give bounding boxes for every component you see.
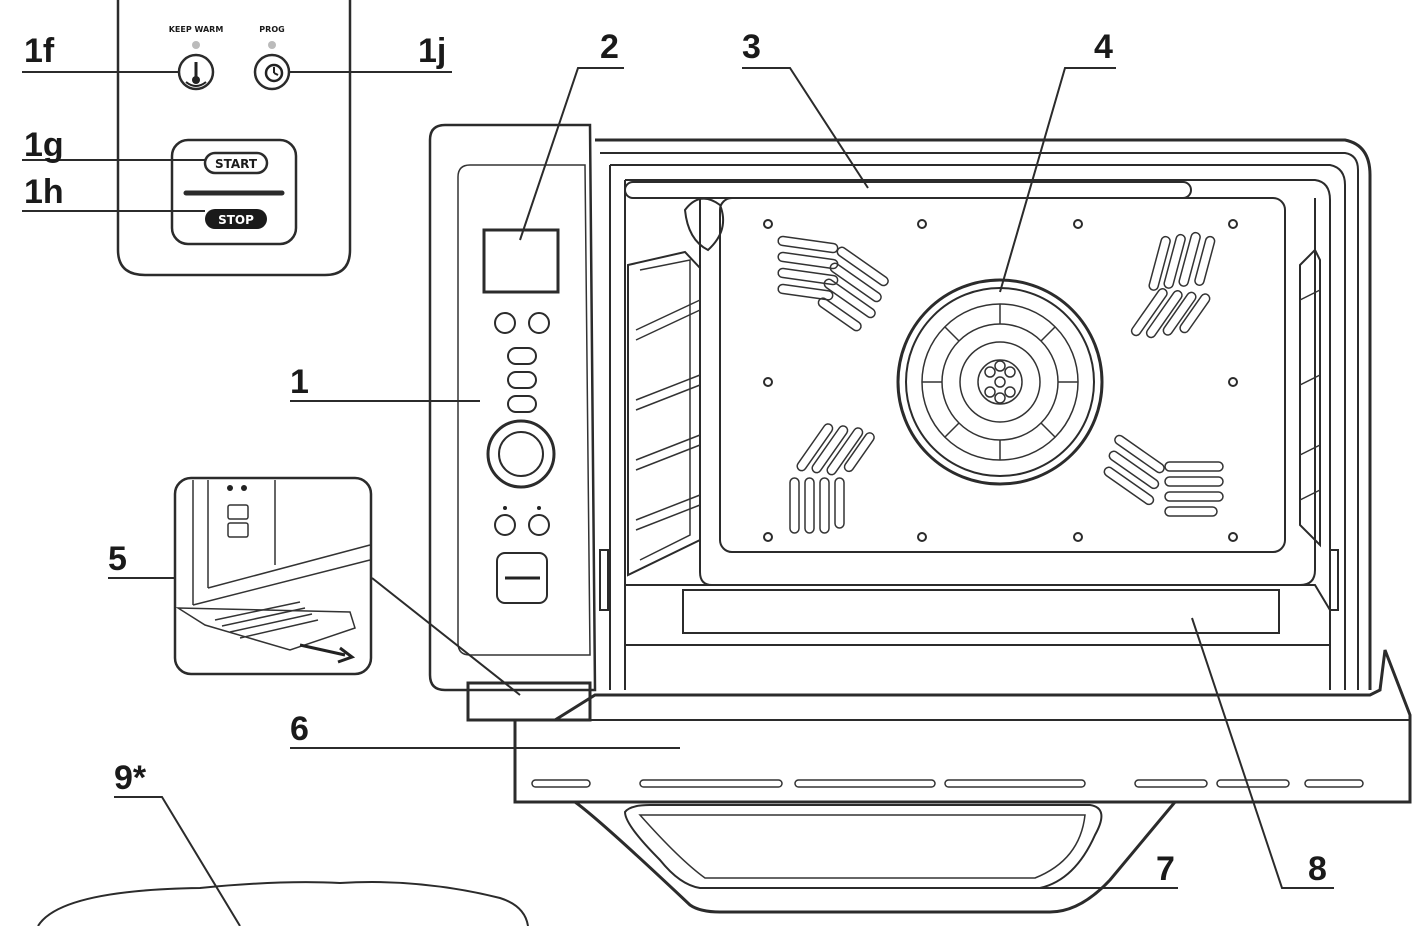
rack-supports-left	[627, 250, 701, 577]
small-button-right[interactable]	[528, 514, 550, 536]
oven-door	[466, 649, 1412, 914]
thermometer-icon	[185, 62, 207, 87]
callout-1j: 1j	[418, 32, 446, 70]
keep-warm-button[interactable]	[177, 53, 215, 91]
small-button-left[interactable]	[494, 514, 516, 536]
keep-warm-label: KEEP WARM	[169, 25, 224, 34]
indicator-button-left[interactable]	[494, 312, 516, 334]
callout-9: 9*	[114, 759, 147, 797]
crumb-tray-inset	[173, 476, 373, 676]
rack-supports-right	[1299, 248, 1321, 548]
callout-labels: 1f 1j 1g 1h 1 2 3 4 5 6 7 8 9*	[24, 28, 1327, 888]
heating-element	[624, 181, 1192, 199]
function-button-1[interactable]	[507, 347, 537, 365]
leader-lines	[22, 67, 1334, 926]
prog-button[interactable]	[253, 53, 291, 91]
vent-top-right	[1130, 231, 1216, 339]
oven-body	[37, 123, 1412, 926]
prog-label: PROG	[259, 25, 284, 34]
control-panel-detail: KEEP WARM PROG START	[116, 0, 352, 277]
convection-fan	[896, 278, 1104, 486]
stop-button[interactable]: STOP	[205, 209, 267, 229]
callout-4: 4	[1094, 28, 1113, 66]
vent-bottom-right	[1103, 434, 1224, 517]
crumb-tray	[682, 589, 1280, 634]
function-button-2[interactable]	[507, 371, 537, 389]
door-vent-slots	[531, 779, 1364, 788]
callout-7: 7	[1156, 850, 1175, 888]
callout-6: 6	[290, 710, 309, 748]
function-button-3[interactable]	[507, 395, 537, 413]
vent-top-left	[777, 235, 889, 332]
prog-indicator	[268, 41, 276, 49]
callout-8: 8	[1308, 850, 1327, 888]
callout-1h: 1h	[24, 173, 64, 211]
control-dial[interactable]	[486, 419, 556, 489]
callout-2: 2	[600, 28, 619, 66]
keep-warm-indicator	[192, 41, 200, 49]
door-handle[interactable]	[574, 800, 1177, 914]
display-screen	[482, 228, 560, 294]
callout-1f: 1f	[24, 32, 55, 70]
baking-tray	[37, 881, 529, 926]
callout-3: 3	[742, 28, 761, 66]
indicator-button-right[interactable]	[528, 312, 550, 334]
timer-icon	[264, 63, 284, 83]
callout-1g: 1g	[24, 126, 64, 164]
vent-bottom-left	[789, 423, 875, 534]
callout-1: 1	[290, 363, 309, 401]
start-button[interactable]: START	[203, 151, 269, 175]
back-wall	[719, 197, 1286, 553]
door-hinge-right	[1329, 549, 1339, 611]
stop-label: STOP	[218, 213, 254, 227]
door-release-button[interactable]	[496, 552, 548, 604]
oven-lamp	[683, 197, 724, 252]
callout-5: 5	[108, 540, 127, 578]
start-label: START	[215, 157, 258, 171]
back-wall-screws	[763, 219, 1238, 542]
door-hinge-left	[599, 549, 609, 611]
